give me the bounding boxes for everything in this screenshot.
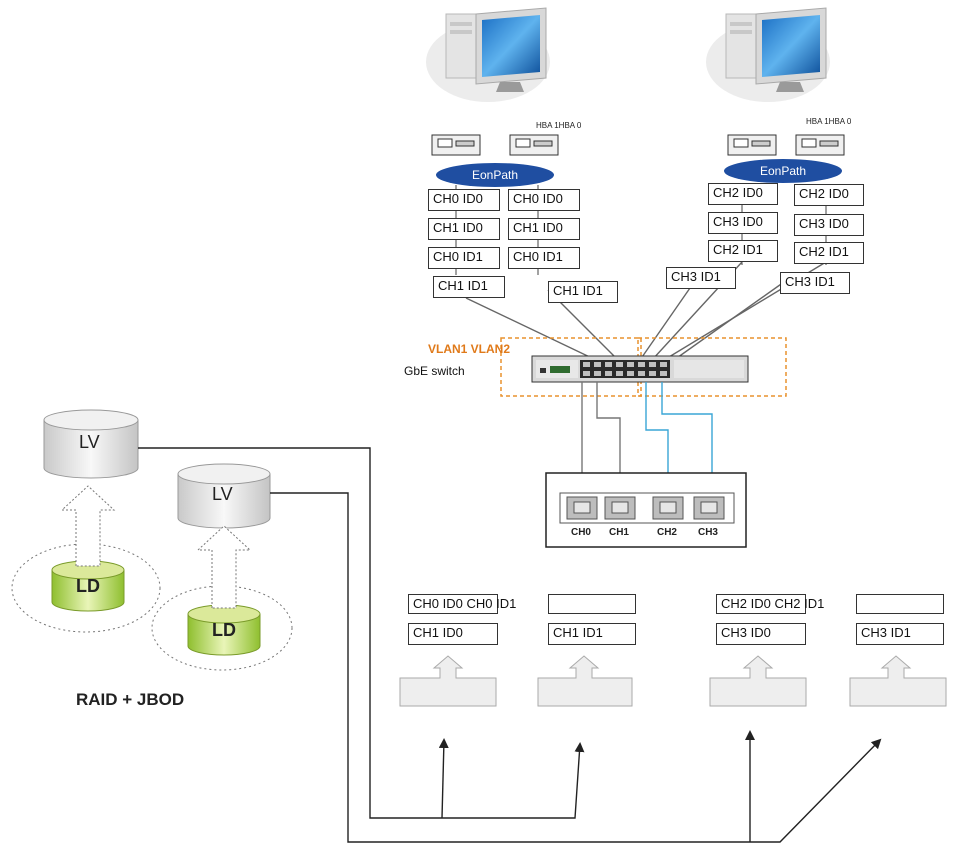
lv-label-1: LV xyxy=(79,432,100,452)
controller-port-ch0 xyxy=(566,496,598,520)
storage-controller xyxy=(545,472,747,548)
eonpath-host2: EonPath xyxy=(724,159,842,183)
vlan-label: VLAN1 VLAN2 xyxy=(428,342,511,356)
port-label-ch3: CH3 xyxy=(697,527,718,538)
host1-left-ch1-id0: CH1 ID0 xyxy=(428,218,500,240)
ld-label-2: LD xyxy=(212,620,236,640)
controller-port-ch2 xyxy=(652,496,684,520)
host1-right-ch0-id0: CH0 ID0 xyxy=(508,189,580,211)
hba-card-2a xyxy=(727,134,777,156)
host1-left-ch0-id0: CH0 ID0 xyxy=(428,189,500,211)
target4-top-box xyxy=(856,594,944,614)
host1-right-ch1-id0: CH1 ID0 xyxy=(508,218,580,240)
lv2-to-target-4 xyxy=(750,738,882,843)
target1-bottom-box: CH1 ID0 xyxy=(408,623,498,645)
raid-jbod-label: RAID + JBOD xyxy=(76,690,185,709)
target2-top-box xyxy=(548,594,636,614)
hba-label-host2: HBA 1HBA 0 xyxy=(806,117,852,126)
vlan2-region xyxy=(637,337,787,397)
port-label-ch1: CH1 xyxy=(608,527,629,538)
host1-right-ch1-id1: CH1 ID1 xyxy=(548,281,618,303)
hba-card-1a xyxy=(431,134,481,156)
lv1-to-target-2 xyxy=(442,742,585,819)
target3-bottom-box: CH3 ID0 xyxy=(716,623,806,645)
link-ch2 xyxy=(645,382,669,500)
lv1-route xyxy=(138,447,442,819)
host2-left-ch2-id0: CH2 ID0 xyxy=(708,183,778,205)
host2-right-ch2-id1: CH2 ID1 xyxy=(794,242,864,264)
lv-label-2: LV xyxy=(212,484,233,504)
target-pad-4 xyxy=(849,655,947,707)
target1-top-box: CH0 ID0 CH0 ID1 xyxy=(408,594,516,614)
ld-to-lv-arrow-1 xyxy=(60,485,116,567)
controller-port-ch1 xyxy=(604,496,636,520)
host-computer-2 xyxy=(706,7,830,102)
port-label-ch2: CH2 xyxy=(656,527,677,538)
target4-bottom-box: CH3 ID1 xyxy=(856,623,944,645)
link-ch3-id1-right xyxy=(673,281,785,361)
lv-cylinder-1 xyxy=(43,409,139,479)
host2-right-ch3-id1: CH3 ID1 xyxy=(780,272,850,294)
ld-cylinder-1 xyxy=(51,560,125,612)
target2-bottom-box: CH1 ID1 xyxy=(548,623,636,645)
target-pad-2 xyxy=(537,655,633,707)
port-label-ch0: CH0 xyxy=(570,527,591,538)
host1-left-ch1-id1: CH1 ID1 xyxy=(433,276,505,298)
host1-right-ch0-id1: CH0 ID1 xyxy=(508,247,580,269)
lv2-route xyxy=(270,492,750,843)
ld-group-1 xyxy=(11,543,161,633)
target3-top-box: CH2 ID0 CH2 ID1 xyxy=(716,594,824,614)
host2-left-ch3-id1: CH3 ID1 xyxy=(666,267,736,289)
target-pad-1 xyxy=(399,655,497,707)
switch-label: GbE switch xyxy=(404,364,465,378)
link-ch3-id1-left xyxy=(639,287,691,361)
ld-label-1: LD xyxy=(76,576,100,596)
lv-cylinder-2 xyxy=(177,463,271,529)
host2-right-ch3-id0: CH3 ID0 xyxy=(794,214,864,236)
link-ch1-id1-left xyxy=(465,297,597,361)
eonpath-host1: EonPath xyxy=(436,163,554,187)
ld-group-2 xyxy=(151,585,293,671)
hba-label-host1: HBA 1HBA 0 xyxy=(536,121,582,130)
host-computer-1 xyxy=(426,7,550,102)
link-ch1 xyxy=(596,382,621,500)
host2-right-ch2-id0: CH2 ID0 xyxy=(794,184,864,206)
host-to-switch-links xyxy=(465,261,827,361)
lv1-to-target-1 xyxy=(438,738,449,819)
host1-left-ch0-id1: CH0 ID1 xyxy=(428,247,500,269)
link-ch3 xyxy=(661,382,713,500)
host2-left-ch2-id1: CH2 ID1 xyxy=(708,240,778,262)
host2-left-ch3-id0: CH3 ID0 xyxy=(708,212,778,234)
ld-to-lv-arrow-2 xyxy=(196,525,252,609)
target-pad-3 xyxy=(709,655,807,707)
hba-card-2b xyxy=(795,134,845,156)
controller-port-ch3 xyxy=(693,496,725,520)
gbe-switch xyxy=(531,355,749,383)
hba-card-1b xyxy=(509,134,559,156)
lv-mapping-lines xyxy=(138,447,882,843)
